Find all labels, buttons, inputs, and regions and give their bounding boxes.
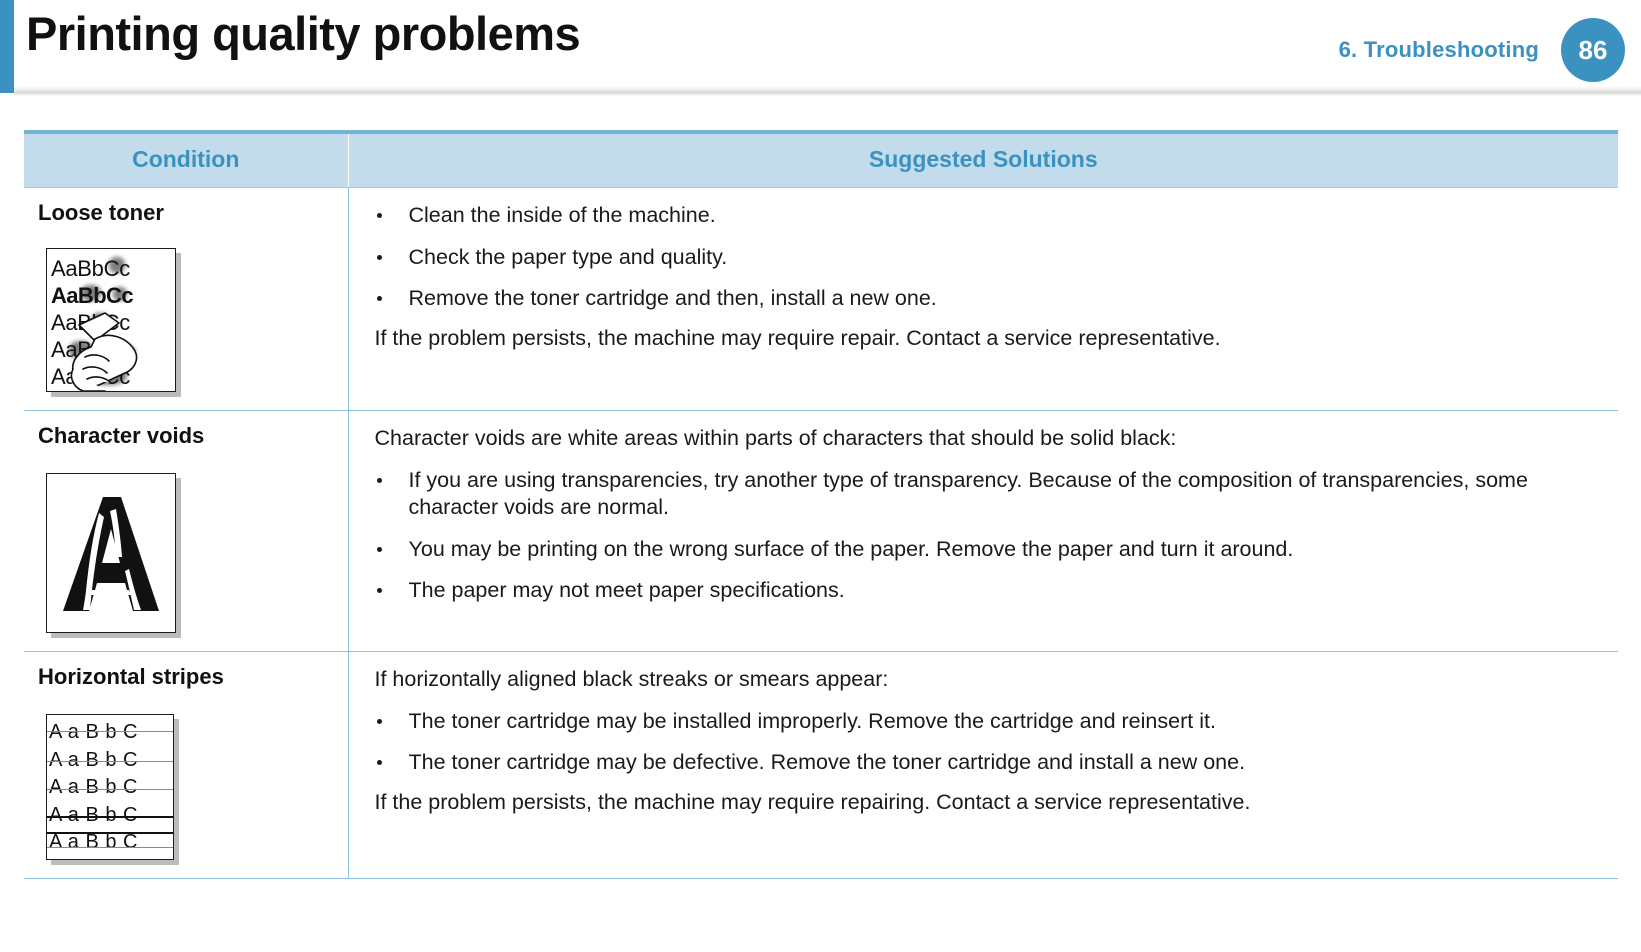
condition-cell: Horizontal stripes A a B b C A a B b C A… bbox=[24, 651, 349, 879]
column-header-solutions: Suggested Solutions bbox=[348, 130, 1618, 188]
header-accent-bar bbox=[0, 0, 14, 93]
loose-toner-sample-image: AaBbCc AaBbCc AaBbCc AaBbCc AaBbCc bbox=[46, 248, 176, 392]
printing-quality-table: Condition Suggested Solutions Loose tone… bbox=[24, 130, 1618, 879]
solutions-cell: Character voids are white areas within p… bbox=[348, 410, 1619, 652]
solution-intro-text: Character voids are white areas within p… bbox=[374, 426, 1177, 450]
stripe-line bbox=[47, 847, 173, 848]
solution-bullet-list: The toner cartridge may be installed imp… bbox=[375, 708, 1619, 777]
solution-footer-text: If the problem persists, the machine may… bbox=[374, 789, 1251, 814]
page-number-badge: 86 bbox=[1561, 18, 1625, 82]
condition-cell: Character voids bbox=[24, 410, 349, 652]
condition-title: Horizontal stripes bbox=[38, 664, 224, 689]
bullet-dot-icon bbox=[376, 477, 382, 483]
table-row: Horizontal stripes A a B b C A a B b C A… bbox=[24, 651, 1619, 879]
bullet-dot-icon bbox=[376, 296, 382, 302]
list-item: Clean the inside of the machine. bbox=[375, 202, 1619, 230]
solution-bullet-list: Clean the inside of the machine. Check t… bbox=[375, 202, 1619, 313]
smearing-hand-icon bbox=[70, 312, 138, 391]
header-divider-shadow bbox=[14, 86, 1641, 96]
solution-intro-text: If horizontally aligned black streaks or… bbox=[374, 667, 889, 691]
list-item: Check the paper type and quality. bbox=[375, 244, 1619, 272]
table-header-row: Condition Suggested Solutions bbox=[24, 130, 1618, 188]
list-item-text: If you are using transparencies, try ano… bbox=[408, 467, 1528, 520]
solutions-cell: If horizontally aligned black streaks or… bbox=[348, 651, 1619, 879]
bullet-dot-icon bbox=[376, 254, 382, 260]
stripe-line bbox=[47, 832, 173, 834]
sample-line: A a B b C bbox=[49, 721, 138, 743]
stripe-line bbox=[47, 789, 173, 790]
toner-smudge bbox=[113, 287, 127, 301]
list-item: You may be printing on the wrong surface… bbox=[375, 536, 1619, 564]
table-row: Loose toner AaBbCc AaBbCc AaBbCc AaBbCc … bbox=[24, 187, 1619, 411]
list-item-text: The toner cartridge may be installed imp… bbox=[408, 708, 1216, 733]
list-item-text: The toner cartridge may be defective. Re… bbox=[408, 750, 1246, 775]
character-void-sample-image bbox=[46, 473, 176, 633]
toner-smudge bbox=[109, 257, 125, 273]
bullet-dot-icon bbox=[376, 718, 382, 724]
stripe-line bbox=[47, 816, 173, 818]
toner-smudge bbox=[81, 285, 101, 301]
printing-quality-table-wrap: Condition Suggested Solutions Loose tone… bbox=[24, 130, 1618, 879]
list-item: The paper may not meet paper specificati… bbox=[375, 577, 1619, 605]
horizontal-stripes-sample-image: A a B b C A a B b C A a B b C A a B b C … bbox=[46, 714, 174, 860]
sample-line: A a B b C bbox=[49, 748, 138, 771]
bullet-dot-icon bbox=[376, 760, 382, 766]
list-item: Remove the toner cartridge and then, ins… bbox=[375, 285, 1619, 313]
chapter-label: 6. Troubleshooting bbox=[1338, 37, 1539, 62]
list-item-text: Check the paper type and quality. bbox=[408, 244, 728, 269]
stripe-line bbox=[47, 761, 173, 762]
list-item-text: You may be printing on the wrong surface… bbox=[408, 536, 1294, 561]
solution-footer-text: If the problem persists, the machine may… bbox=[374, 325, 1221, 350]
letter-a-with-voids-icon bbox=[63, 497, 159, 611]
condition-cell: Loose toner AaBbCc AaBbCc AaBbCc AaBbCc … bbox=[24, 187, 349, 411]
sample-line: A a B b C bbox=[49, 803, 138, 826]
bullet-dot-icon bbox=[376, 213, 382, 219]
condition-title: Loose toner bbox=[38, 200, 164, 225]
sample-line: A a B b C bbox=[49, 776, 138, 799]
stripe-line bbox=[47, 731, 173, 732]
list-item: The toner cartridge may be defective. Re… bbox=[375, 749, 1619, 777]
table-row: Character voids Character voids are whit… bbox=[24, 410, 1619, 652]
condition-title: Character voids bbox=[38, 423, 205, 448]
list-item: If you are using transparencies, try ano… bbox=[375, 467, 1619, 522]
page-title: Printing quality problems bbox=[26, 7, 581, 60]
solution-bullet-list: If you are using transparencies, try ano… bbox=[375, 467, 1619, 605]
solutions-cell: Clean the inside of the machine. Check t… bbox=[348, 187, 1619, 411]
header-right-group: 6. Troubleshooting 86 bbox=[1339, 18, 1625, 82]
sample-text-lines: A a B b C A a B b C A a B b C A a B b C … bbox=[49, 719, 173, 857]
list-item-text: The paper may not meet paper specificati… bbox=[408, 578, 845, 603]
bullet-dot-icon bbox=[376, 588, 382, 594]
list-item: The toner cartridge may be installed imp… bbox=[375, 708, 1619, 736]
list-item-text: Remove the toner cartridge and then, ins… bbox=[408, 286, 937, 311]
bullet-dot-icon bbox=[376, 546, 382, 552]
list-item-text: Clean the inside of the machine. bbox=[408, 203, 716, 227]
column-header-condition: Condition bbox=[24, 130, 349, 188]
page-header: Printing quality problems 6. Troubleshoo… bbox=[0, 0, 1641, 96]
